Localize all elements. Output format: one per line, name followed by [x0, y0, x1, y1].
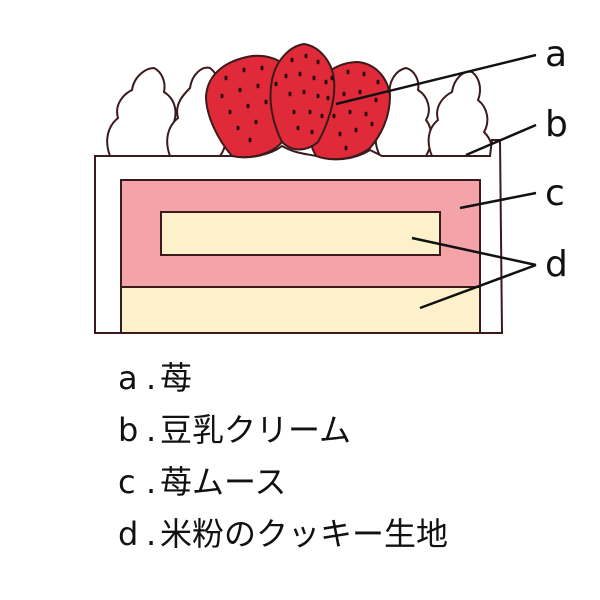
strawberry-seed	[346, 69, 350, 75]
strawberry-seed	[370, 121, 374, 127]
legend-letter: b	[118, 411, 139, 449]
strawberry-seed	[354, 127, 358, 133]
strawberry-seed	[236, 125, 240, 131]
callout-label-c: c	[545, 173, 565, 214]
strawberry-seed	[320, 113, 324, 119]
leader-line-d-lower	[419, 263, 537, 310]
strawberry-seed	[344, 145, 348, 151]
strawberry-seed	[348, 109, 352, 115]
strawberry-seed	[284, 73, 288, 79]
legend-label: 豆乳クリーム	[160, 411, 352, 449]
legend-label: 苺ムース	[160, 463, 287, 501]
strawberry-seed	[316, 59, 320, 65]
strawberry-seed	[308, 109, 312, 115]
strawberry-seed	[362, 71, 366, 77]
strawberry-seed	[330, 75, 334, 81]
strawberry-seed	[256, 83, 260, 89]
strawberry-seed	[254, 119, 258, 125]
legend-label: 米粉のクッキー生地	[160, 515, 449, 553]
strawberry-seed	[292, 109, 296, 115]
bottom-cookie-layer	[120, 286, 481, 334]
strawberry-seed	[248, 137, 252, 143]
strawberry-seed	[304, 53, 308, 59]
strawberry-seed	[312, 75, 316, 81]
legend: a.苺 b.豆乳クリーム c.苺ムース d.米粉のクッキー生地	[118, 352, 448, 560]
strawberry-seed	[238, 87, 242, 93]
strawberry-seed	[274, 81, 278, 87]
strawberry-seed	[324, 79, 328, 85]
strawberry-seed	[374, 97, 378, 103]
strawberry-seed	[342, 91, 346, 97]
legend-letter: a	[118, 359, 138, 397]
strawberry-seed	[338, 131, 342, 137]
leader-line-a	[335, 53, 537, 106]
cream-piping	[106, 66, 493, 157]
strawberry-seed	[332, 113, 336, 119]
strawberry-group	[204, 42, 392, 161]
legend-separator: .	[146, 359, 157, 397]
leader-lines	[335, 53, 537, 310]
legend-separator: .	[146, 515, 157, 553]
strawberry-seed	[326, 95, 330, 101]
strawberry-seed	[220, 93, 224, 99]
strawberry-seed	[364, 111, 368, 117]
leader-line-c	[459, 191, 537, 210]
legend-letter: c	[118, 463, 136, 501]
strawberry-seed	[224, 75, 228, 81]
callout-label-b: b	[545, 104, 568, 145]
leader-line-d-upper	[411, 236, 537, 267]
strawberry-seed	[316, 93, 320, 99]
strawberry-seed	[290, 57, 294, 63]
strawberry-seed	[228, 109, 232, 115]
legend-separator: .	[146, 411, 157, 449]
legend-letter: d	[118, 515, 139, 553]
strawberry-seed	[296, 125, 300, 131]
inner-cookie-layer	[160, 211, 441, 256]
strawberry-seed	[264, 99, 268, 105]
cream-dollop-right-outer	[427, 70, 493, 157]
strawberry-seed	[288, 91, 292, 97]
callout-label-a: a	[545, 34, 567, 75]
strawberry-seed	[302, 89, 306, 95]
strawberry-seed	[310, 129, 314, 135]
strawberry-seed	[358, 89, 362, 95]
strawberry-seed	[260, 65, 264, 71]
legend-separator: .	[146, 463, 157, 501]
strawberry-seed	[298, 71, 302, 77]
strawberry-seed	[242, 67, 246, 73]
legend-item-d: d.米粉のクッキー生地	[118, 508, 448, 560]
legend-item-b: b.豆乳クリーム	[118, 404, 448, 456]
strawberry-seeds	[220, 53, 380, 151]
legend-item-a: a.苺	[118, 352, 448, 404]
strawberry-center	[269, 42, 336, 151]
strawberry-seed	[376, 79, 380, 85]
strawberry-seed	[246, 103, 250, 109]
leader-line-b	[465, 123, 537, 157]
legend-item-c: c.苺ムース	[118, 456, 448, 508]
callout-label-d: d	[545, 244, 568, 285]
legend-label: 苺	[160, 359, 193, 397]
